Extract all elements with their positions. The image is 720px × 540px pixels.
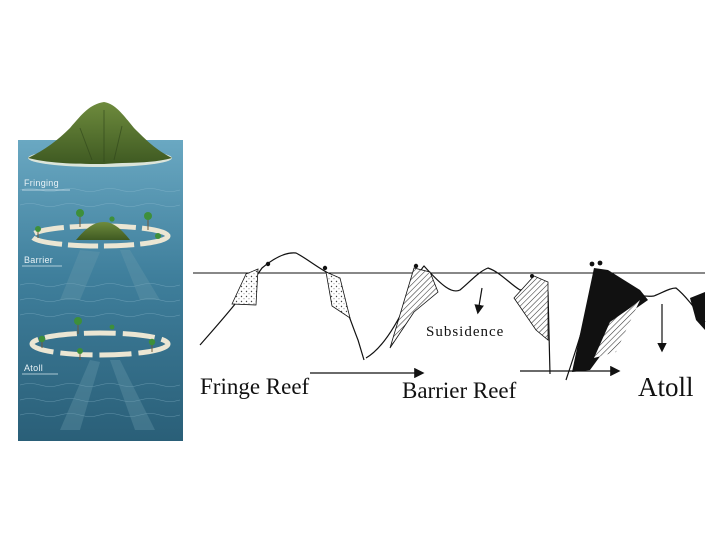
barrier-subsidence-arrow — [474, 287, 484, 315]
fringe-reef-body-left — [231, 268, 259, 306]
barrier-island — [29, 209, 171, 300]
label-fringing: Fringing — [24, 178, 59, 188]
barrier-reef-body-left — [389, 267, 439, 349]
barrier-reef-body-right — [513, 275, 549, 341]
reef-illustration: Fringing Barrier — [18, 102, 183, 441]
label-atoll: Atoll — [24, 363, 43, 373]
barrier-reef-profile: Subsidence — [365, 263, 551, 375]
atoll-profile — [565, 260, 706, 381]
fringing-island — [28, 102, 172, 167]
caption-atoll: Atoll — [638, 372, 694, 402]
fringe-reef-body-right — [325, 271, 351, 319]
wave-texture — [19, 188, 181, 417]
caption-barrier-reef: Barrier Reef — [402, 378, 517, 403]
fringe-reef-profile — [199, 252, 365, 361]
subsidence-label: Subsidence — [426, 324, 504, 340]
caption-fringe-reef: Fringe Reef — [200, 374, 310, 399]
atoll-reef-body-dark — [572, 268, 648, 372]
subsidence-diagram: Subsidence Fringe Reef Barrier Reef Atol… — [193, 252, 706, 403]
atoll-reef-body-hatch — [594, 300, 640, 358]
atoll-ring — [29, 317, 171, 430]
label-barrier: Barrier — [24, 255, 53, 265]
atoll-reef-body-right — [690, 292, 705, 330]
